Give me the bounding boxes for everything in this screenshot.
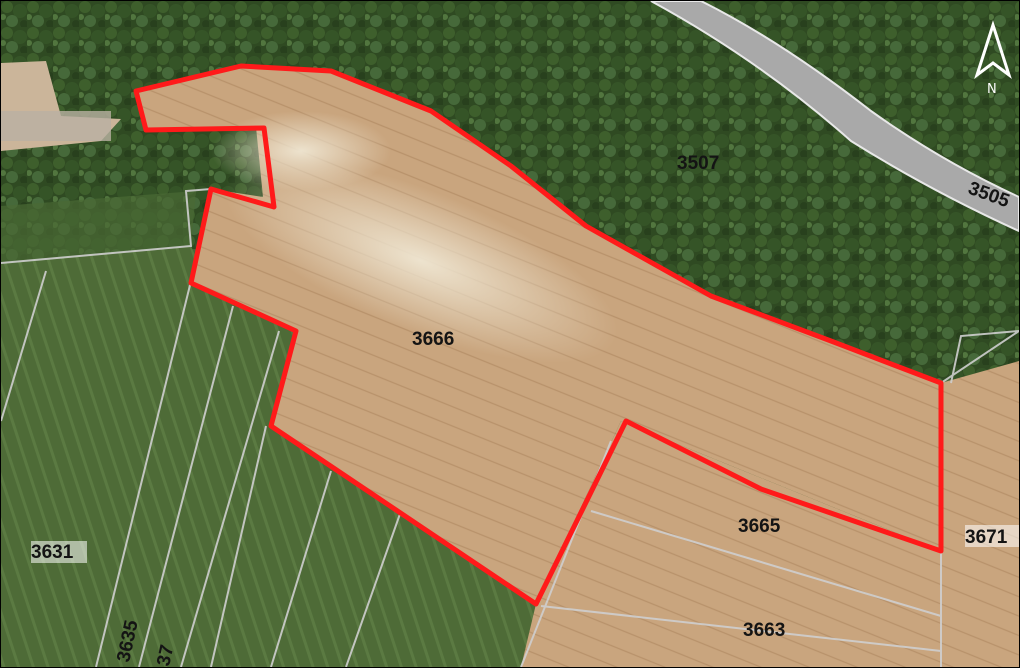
grey-ground (1, 111, 111, 141)
north-arrow-letter: N (987, 82, 997, 97)
crop-field-strip (1, 191, 196, 263)
parcel-label-3663: 3663 (743, 620, 785, 641)
label-background (965, 525, 1019, 547)
parcel-label-37: 37 (153, 643, 178, 667)
parcel-label-3665: 3665 (738, 516, 781, 537)
soil-field-east (941, 361, 1019, 667)
parcel-label-3507: 3507 (677, 153, 719, 174)
north-arrow-icon: N (974, 20, 1012, 97)
road (650, 1, 1019, 233)
pale-soil-patch (224, 159, 618, 363)
parcel-label-3631: 3631 (31, 542, 74, 563)
pale-soil-patch (211, 111, 391, 191)
soil-field-south (521, 421, 941, 667)
label-background (31, 541, 87, 563)
highlighted-parcel-outline[interactable] (133, 63, 944, 607)
parcel-label-3671: 3671 (965, 527, 1008, 548)
parcel-label-3666: 3666 (412, 329, 454, 350)
crop-field (1, 246, 561, 667)
